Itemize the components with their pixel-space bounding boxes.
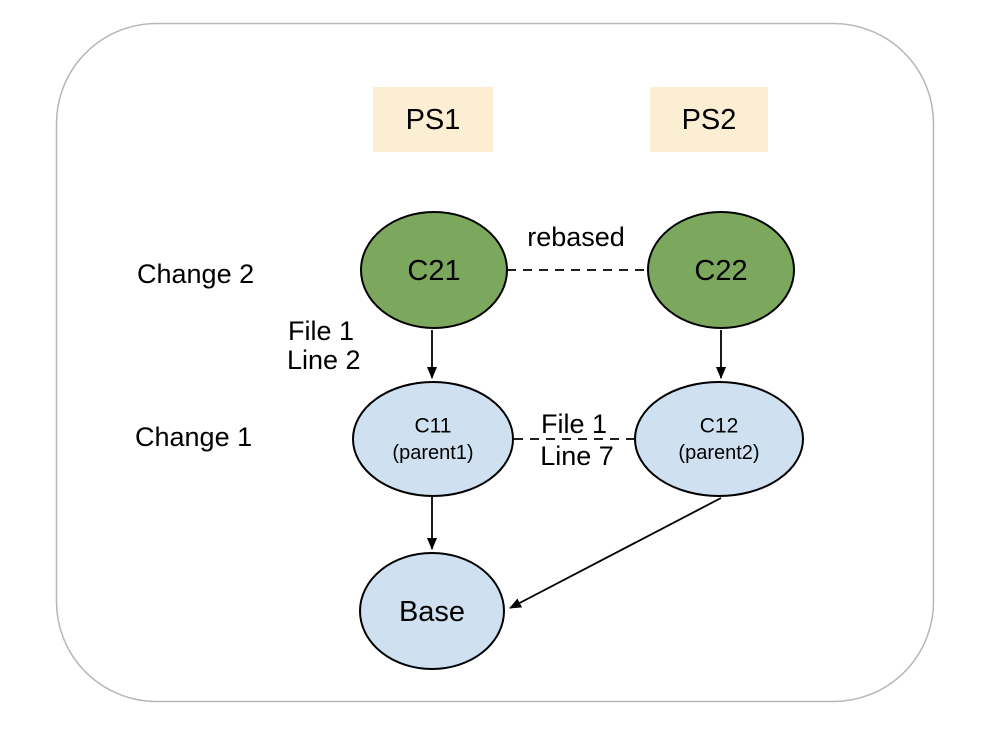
node-label-c11: C11 — [415, 415, 452, 438]
edge-label-file1-middle: File 1 — [541, 409, 607, 439]
edge-label-line7-middle: Line 7 — [540, 441, 614, 471]
edge-label-line2-left: Line 2 — [287, 345, 361, 375]
node-c11 — [352, 381, 514, 497]
patchset-box-ps1 — [373, 87, 493, 152]
row-label-change-1: Change 1 — [135, 422, 252, 452]
node-label-c21: C21 — [407, 255, 460, 287]
node-sublabel-c12: (parent2) — [678, 442, 759, 464]
node-c22 — [647, 211, 795, 329]
edge-label-file1-left: File 1 — [288, 316, 354, 346]
diagram-frame — [55, 22, 935, 703]
node-label-c12: C12 — [700, 415, 739, 438]
patchset-box-ps2 — [650, 87, 768, 152]
node-label-c22: C22 — [694, 255, 747, 287]
row-label-change-2: Change 2 — [137, 259, 254, 289]
edge-c12-to-base — [509, 497, 722, 609]
node-c12 — [634, 381, 804, 497]
node-base — [359, 552, 505, 670]
patchset-label-ps1: PS1 — [406, 104, 461, 136]
patchset-label-ps2: PS2 — [682, 104, 737, 136]
node-sublabel-c11: (parent1) — [392, 442, 473, 464]
node-label-base: Base — [399, 596, 465, 628]
node-c21 — [360, 211, 508, 329]
edge-label-rebased: rebased — [527, 222, 625, 252]
